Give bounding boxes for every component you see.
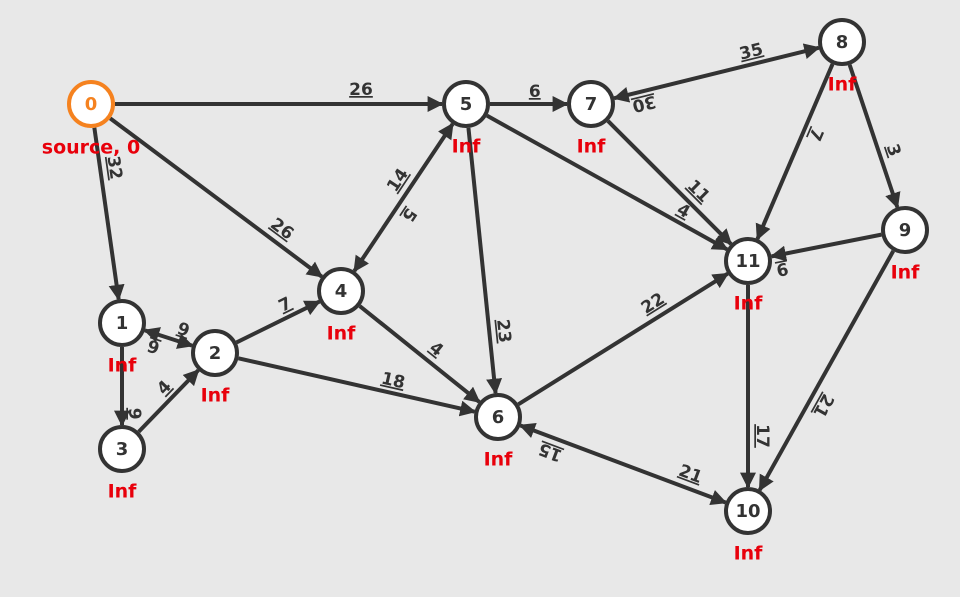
node-label-6: 6 [492,407,505,428]
node-label-0: 0 [85,94,98,115]
node-circle-0[interactable] [67,80,115,128]
node-distance-8: Inf [828,74,858,96]
edge-weight-1-2: 9 [175,319,192,342]
node-circle-9[interactable] [881,206,929,254]
node-distance-6: Inf [484,449,514,471]
edge-weight-9-11: 9 [774,258,789,280]
node-distance-5: Inf [452,136,482,158]
edge-0-4 [109,116,324,279]
edge-weight-1-3: 9 [124,408,144,420]
edge-8-11 [755,63,835,241]
node-label-7: 7 [585,94,598,115]
edge-8-9 [847,64,901,209]
edge-6-11 [517,272,729,406]
node-circle-3[interactable] [98,425,146,473]
node-distance-10: Inf [734,543,764,565]
node-label-9: 9 [899,220,912,241]
node-distance-3: Inf [108,481,138,503]
node-circle-6[interactable] [474,393,522,441]
node-0[interactable]: 0 source, 0 [42,80,140,159]
node-circle-5[interactable] [442,80,490,128]
node-distance-1: Inf [108,355,138,377]
node-label-11: 11 [735,251,760,272]
node-distance-7: Inf [577,136,607,158]
node-circle-8[interactable] [818,18,866,66]
edge-weight-8-11: 7 [804,125,827,144]
edge-weight-0-1: 32 [103,155,126,181]
node-circle-4[interactable] [317,267,365,315]
node-label-2: 2 [209,343,222,364]
edge-0-1 [92,127,125,301]
node-label-1: 1 [116,313,129,334]
edge-weight-8-9: 3 [882,142,905,160]
edge-5-6 [466,127,503,395]
node-circle-7[interactable] [567,80,615,128]
edge-weight-5-7: 6 [529,82,541,102]
edge-weight-4-6: 4 [425,338,447,361]
edge-2-6 [237,356,477,417]
node-circle-2[interactable] [191,329,239,377]
edge-9-10 [757,249,896,492]
edge-weight-2-1: 6 [145,334,162,357]
edge-9-11 [769,232,882,262]
edge-7-8 [612,43,821,103]
edge-4-6 [358,304,481,404]
edge-weight-11-10: 17 [752,424,772,448]
edge-weight-5-6: 23 [492,318,514,344]
node-label-5: 5 [460,94,473,115]
edge-5-11 [485,113,729,252]
node-distance-0: source, 0 [42,137,140,159]
edge-4-5 [352,122,455,273]
edge-3-2 [137,368,200,434]
node-label-4: 4 [335,281,348,302]
edge-6-10 [518,423,728,505]
edge-weight-5-4: 5 [397,204,420,225]
node-distance-9: Inf [891,262,921,284]
node-label-3: 3 [116,439,129,460]
node-circle-11[interactable] [724,237,772,285]
node-circle-10[interactable] [724,487,772,535]
node-label-10: 10 [735,501,760,522]
edge-2-4 [235,299,321,345]
edge-weight-0-5: 26 [349,80,373,100]
edge-1-2 [143,327,194,349]
node-distance-4: Inf [327,323,357,345]
edge-7-11 [606,119,733,246]
node-label-8: 8 [836,32,849,53]
node-distance-2: Inf [201,385,231,407]
node-distance-11: Inf [734,293,764,315]
node-circle-1[interactable] [98,299,146,347]
